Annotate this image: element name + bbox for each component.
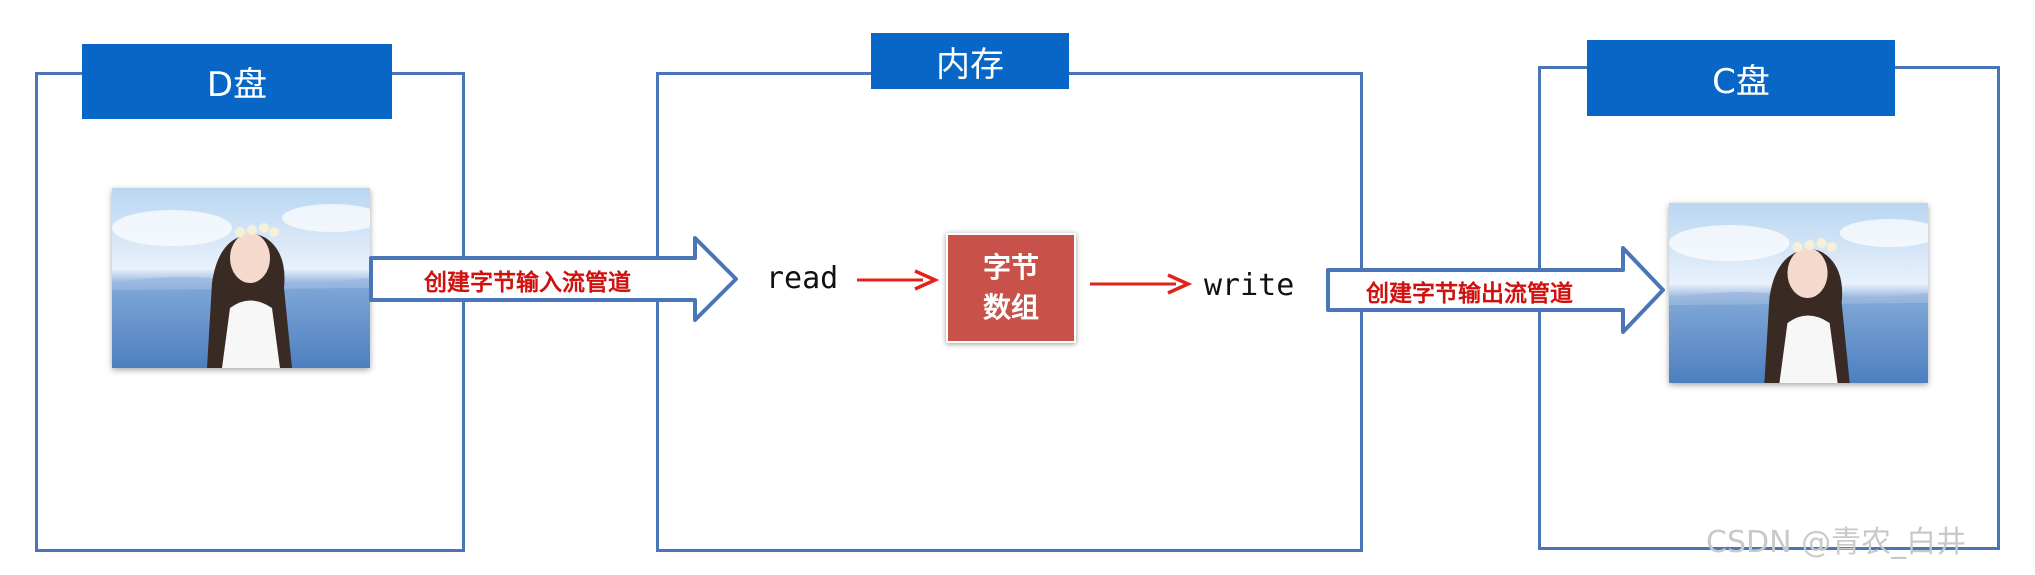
input-pipe-arrow — [369, 236, 738, 322]
read-flow-arrow — [857, 269, 939, 291]
write-flow-arrow — [1090, 273, 1192, 295]
write-label: write — [1204, 268, 1295, 303]
output-pipe-arrow — [1326, 246, 1665, 334]
byte-array-line1: 字节 — [982, 251, 1039, 284]
read-label: read — [766, 261, 839, 296]
input-pipe-label: 创建字节输入流管道 — [424, 270, 631, 296]
output-pipe-label: 创建字节输出流管道 — [1366, 281, 1573, 307]
source-photo — [112, 188, 370, 368]
copied-photo — [1669, 203, 1928, 383]
watermark: CSDN @青农_白井 — [1706, 525, 1967, 560]
byte-array-block: 字节 数组 — [946, 233, 1076, 343]
memory-label: 内存 — [871, 33, 1069, 89]
d-drive-label: D盘 — [82, 44, 392, 119]
byte-array-line2: 数组 — [982, 291, 1039, 324]
c-drive-label: C盘 — [1587, 40, 1895, 116]
